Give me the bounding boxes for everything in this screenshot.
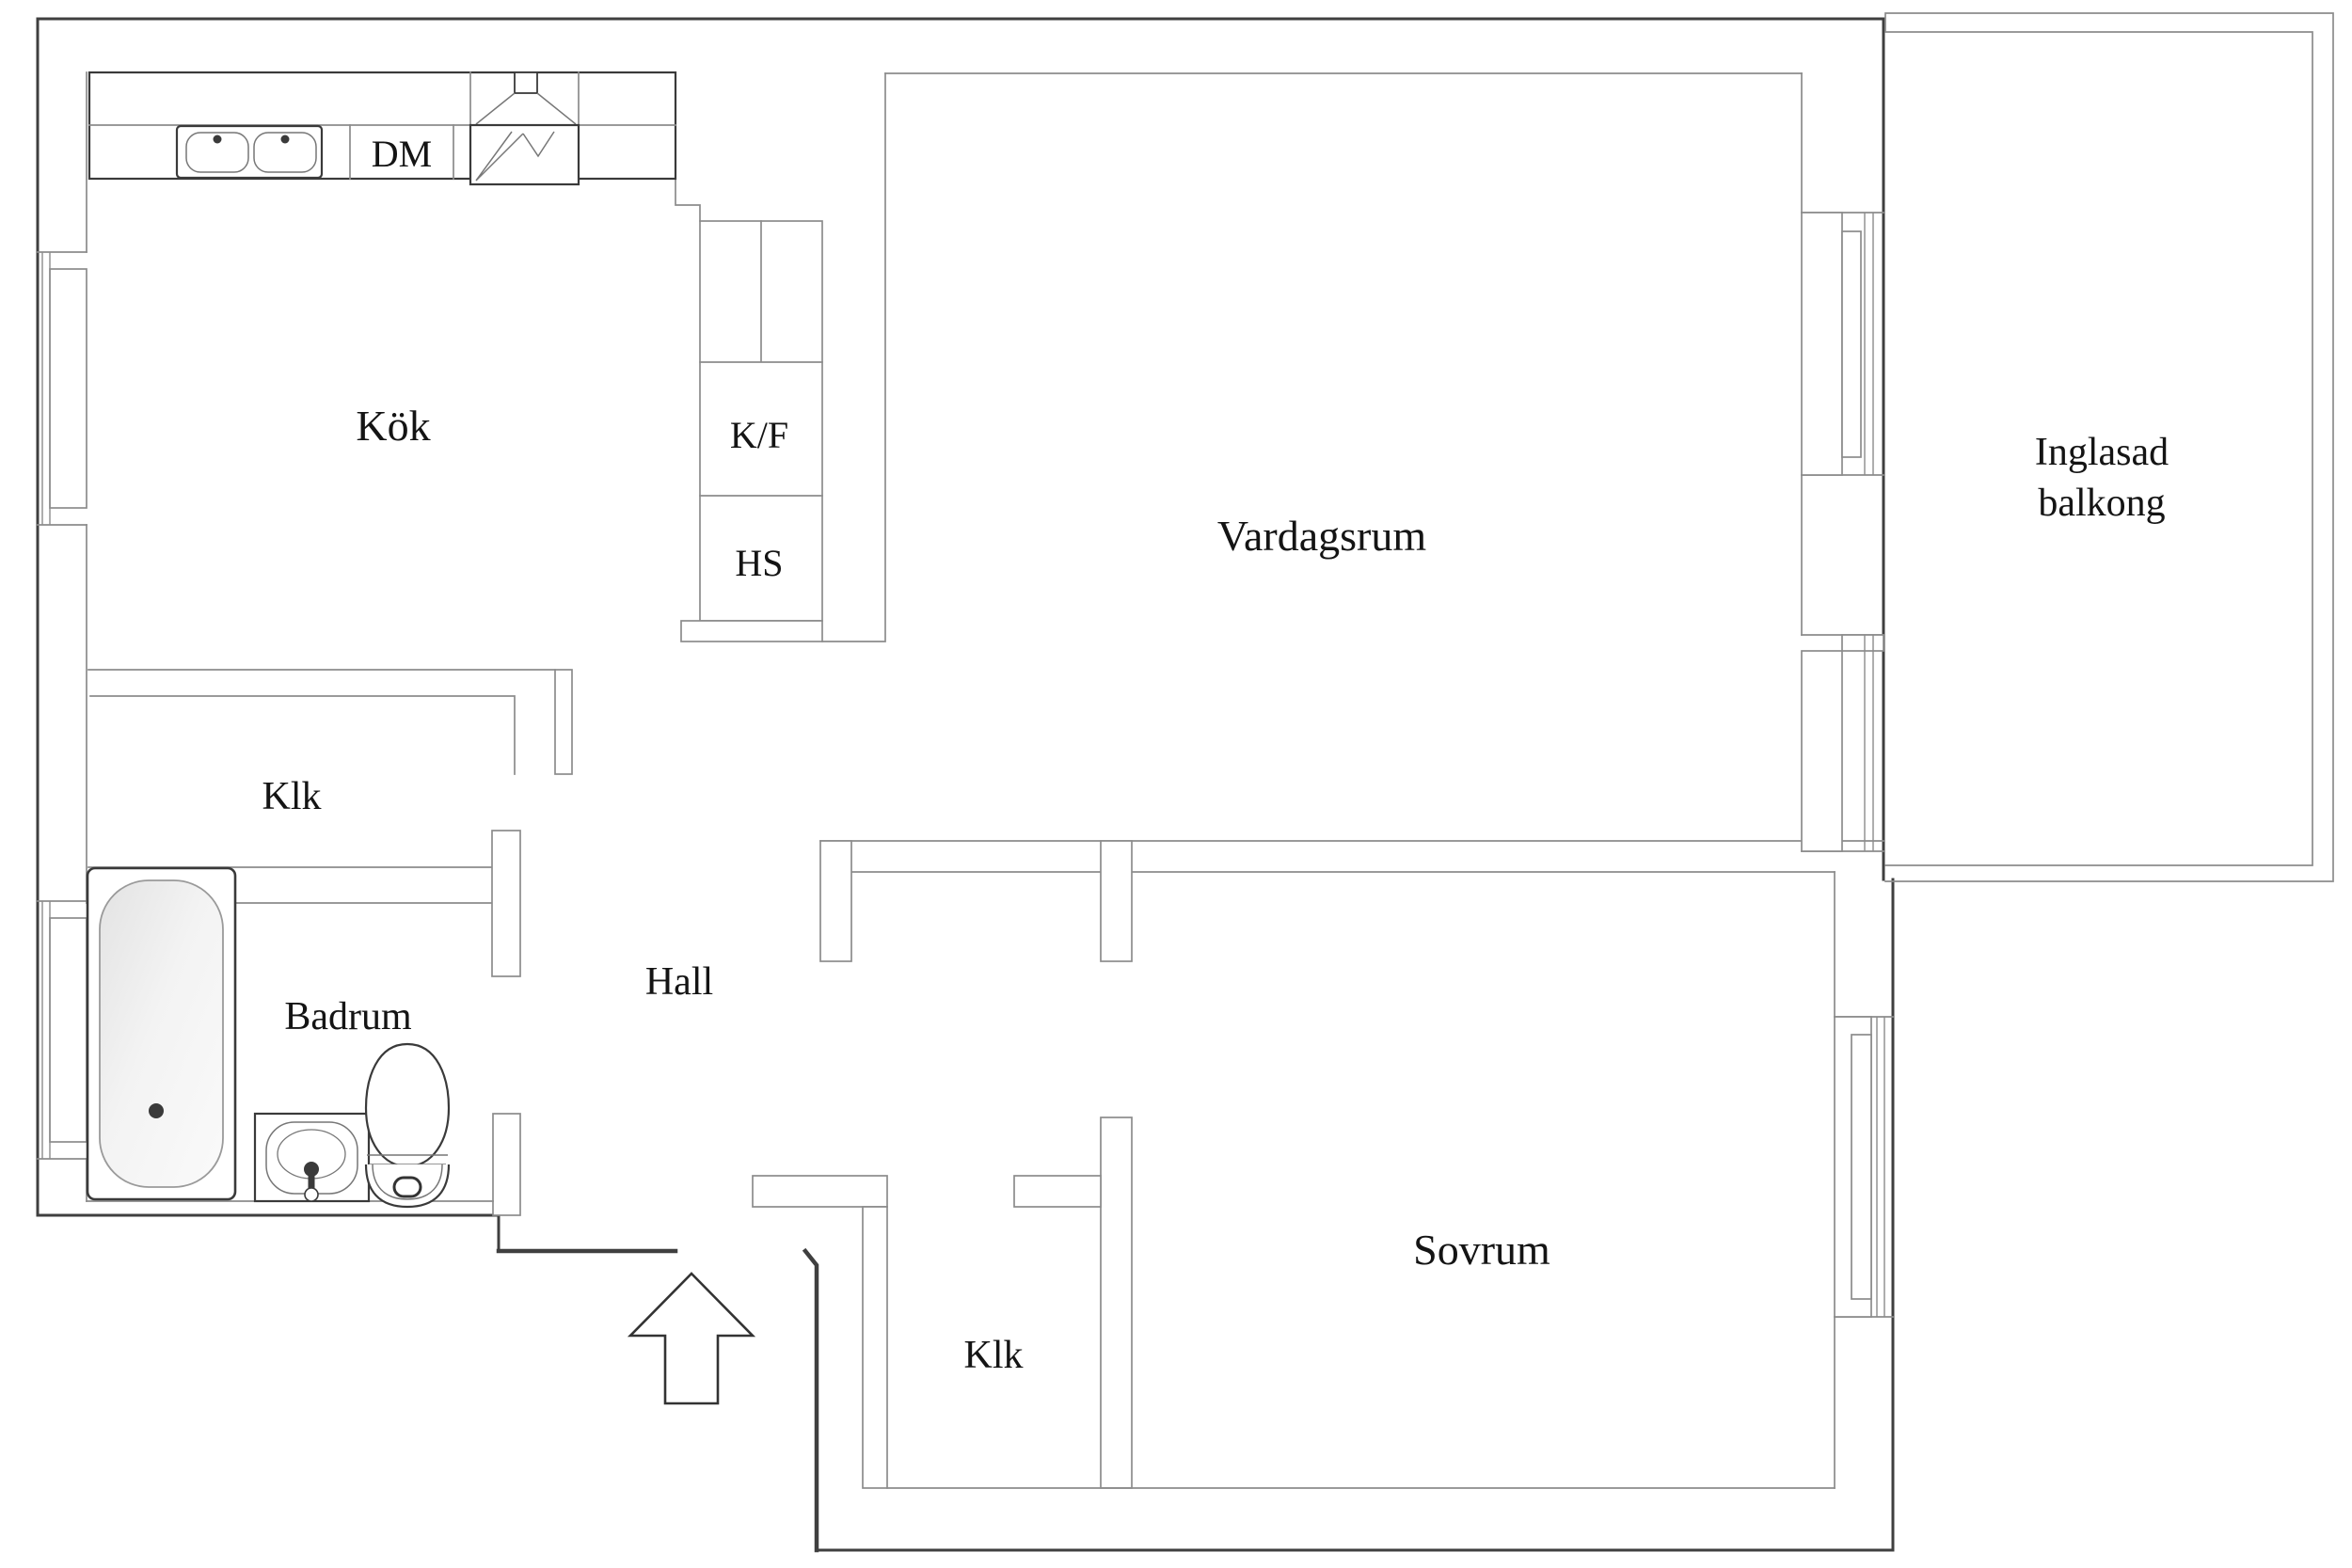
- window-frame: [1801, 650, 1843, 852]
- wall-vestibule-north: [752, 1175, 888, 1208]
- hood-flare: [475, 92, 577, 125]
- livingroom-window-lower: [1801, 634, 1884, 852]
- bathroom-fixtures: [86, 866, 451, 1209]
- appliance-label-kf: K/F: [730, 414, 788, 456]
- window-reveal: [37, 900, 87, 1160]
- kitchen-counter: [87, 71, 677, 186]
- exterior-walls: [36, 17, 1895, 1553]
- room-label-vardagsrum: Vardagsrum: [1217, 512, 1426, 560]
- window-sill: [1841, 634, 1884, 652]
- basin-cabinet: [253, 1112, 371, 1203]
- room-label-klk-upper: Klk: [262, 775, 322, 818]
- double-sink-icon: [175, 124, 324, 180]
- wall-closet-lower-north: [1013, 1175, 1102, 1208]
- wall-closet-upper: [89, 695, 516, 775]
- toilet-seat: [364, 1042, 451, 1168]
- tap-stem: [308, 1176, 315, 1191]
- window-icon: [41, 252, 51, 525]
- wall-kitchen-step: [675, 178, 701, 222]
- room-label-kok: Kök: [356, 402, 430, 450]
- sink-bowl-left: [185, 132, 249, 173]
- room-label-badrum: Badrum: [284, 995, 412, 1038]
- stove-with-hood-icon: [469, 71, 580, 186]
- hood-cell: [469, 71, 580, 126]
- door-jamb-hall-east: [819, 840, 852, 962]
- wall-bathroom-east: [492, 1113, 521, 1216]
- cabinet-dividers: [699, 220, 823, 497]
- window-icon: [1864, 635, 1874, 851]
- wall-vestibule-west: [802, 1247, 819, 1553]
- counter-cell-lines: [349, 124, 454, 180]
- room-label-klk-lower: Klk: [964, 1334, 1024, 1377]
- bathtub-icon: [86, 866, 237, 1201]
- room-labels: Kök Vardagsrum Inglasad balkong Klk Hall…: [262, 402, 2169, 1377]
- room-label-balkong-line2: balkong: [2038, 482, 2165, 525]
- stove-body: [469, 123, 580, 186]
- entrance-arrow-icon: [627, 1272, 756, 1405]
- sink-unit: [175, 124, 324, 180]
- room-label-balkong-line1: Inglasad: [2035, 431, 2169, 474]
- washbasin-icon: [253, 1112, 371, 1203]
- window-frame-inner: [1851, 1034, 1872, 1300]
- window-frame: [49, 268, 87, 509]
- wall-livingroom-west: [821, 72, 886, 642]
- kitchen-window: [37, 251, 87, 526]
- livingroom-window-upper: [1801, 212, 1884, 476]
- window-icon: [41, 901, 51, 1159]
- appliance-labels: DM K/F HS: [372, 133, 788, 584]
- toilet-base: [364, 1164, 451, 1209]
- cabinet-base: [680, 620, 823, 642]
- drain-icon: [149, 1103, 164, 1118]
- appliance-label-dm: DM: [372, 133, 432, 175]
- sink-bowl-right: [253, 132, 317, 173]
- bedroom-window: [1834, 1016, 1894, 1318]
- stove-symbol: [475, 131, 555, 182]
- door-jamb-bedroom-west: [1100, 840, 1133, 962]
- window-frame: [49, 917, 87, 1143]
- window-frame-inner: [1841, 230, 1862, 458]
- wall-bottom-left: [36, 1213, 501, 1253]
- room-label-hall: Hall: [645, 960, 713, 1004]
- toilet-flush: [392, 1176, 422, 1198]
- wall-bedroom-west: [1100, 1117, 1133, 1489]
- window-frame: [1801, 212, 1843, 476]
- toilet-base-inner: [372, 1164, 443, 1200]
- window-icon: [1864, 213, 1874, 475]
- interior-walls: [86, 71, 1884, 1489]
- door-jamb-kitchen: [554, 669, 573, 775]
- appliance-label-hs: HS: [735, 542, 783, 584]
- toilet-icon: [364, 1042, 451, 1209]
- door-jamb-bathroom-north: [491, 830, 521, 977]
- window-icon: [1876, 1017, 1885, 1317]
- wall-closet-lower-west: [862, 1206, 888, 1489]
- tap-icon: [304, 1162, 319, 1177]
- tap-knob: [304, 1187, 319, 1202]
- cabinet-column: [680, 220, 823, 642]
- bathtub-inner: [99, 879, 224, 1188]
- room-label-sovrum: Sovrum: [1413, 1226, 1550, 1274]
- bathroom-window: [37, 900, 87, 1160]
- window-reveal: [37, 251, 87, 526]
- faucet-icon: [280, 135, 290, 144]
- balcony-glazing: [1884, 12, 2334, 882]
- hood-chimney: [514, 71, 538, 94]
- balcony-frame: [1884, 12, 2334, 882]
- faucet-icon: [213, 135, 222, 144]
